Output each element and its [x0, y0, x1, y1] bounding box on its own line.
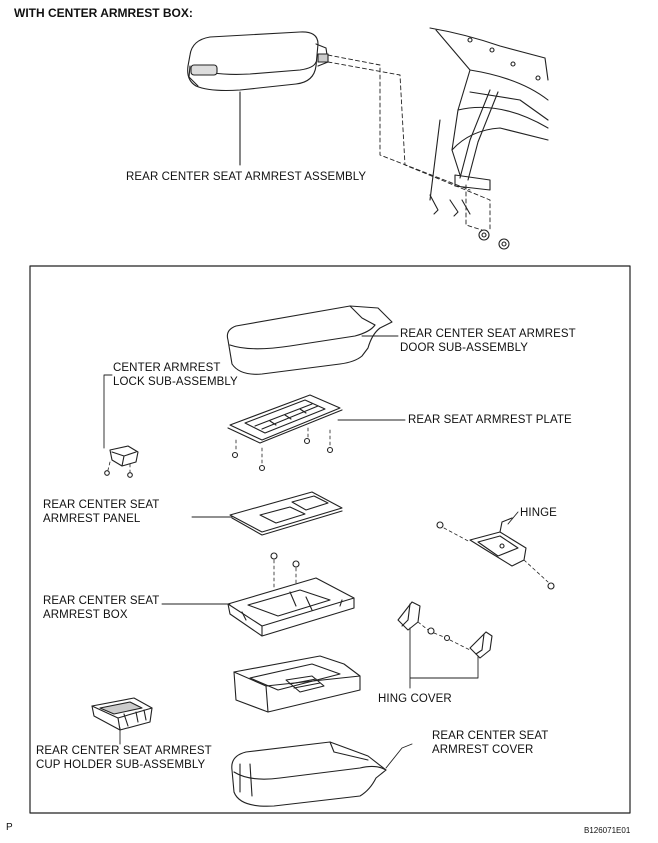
label-cup-holder: REAR CENTER SEAT ARMREST CUP HOLDER SUB-…	[36, 745, 212, 771]
leader-lines	[103, 335, 519, 769]
lock-sub-assembly-drawing	[104, 445, 139, 478]
label-door-sub-assembly: REAR CENTER SEAT ARMREST DOOR SUB-ASSEMB…	[400, 328, 576, 354]
armrest-panel-drawing	[229, 491, 343, 536]
page-header: WITH CENTER ARMREST BOX:	[14, 6, 193, 20]
lower-tray-drawing	[233, 655, 361, 713]
label-armrest-box: REAR CENTER SEAT ARMREST BOX	[43, 595, 160, 621]
figure-id: B126071E01	[584, 826, 631, 835]
label-armrest-cover: REAR CENTER SEAT ARMREST COVER	[432, 730, 549, 756]
hinge-drawing	[436, 517, 555, 590]
seat-back-drawing	[429, 27, 549, 250]
label-armrest-assembly: REAR CENTER SEAT ARMREST ASSEMBLY	[126, 171, 367, 183]
label-armrest-panel: REAR CENTER SEAT ARMREST PANEL	[43, 499, 160, 525]
cup-holder-drawing	[91, 697, 153, 731]
label-armrest-plate: REAR SEAT ARMREST PLATE	[408, 414, 572, 426]
leader-hinge-cover	[409, 627, 479, 689]
door-sub-assembly-drawing	[226, 305, 393, 375]
label-lock-sub-assembly: CENTER ARMREST LOCK SUB-ASSEMBLY	[113, 362, 238, 388]
armrest-plate-drawing	[227, 394, 343, 472]
label-hinge: HINGE	[520, 507, 557, 519]
footer-left-code: P	[6, 822, 13, 833]
leader-hinge	[507, 511, 519, 525]
leader-cover	[385, 743, 413, 769]
armrest-cover-drawing	[231, 741, 387, 807]
hinge-cover-drawing	[397, 601, 493, 659]
label-hinge-cover: HING COVER	[378, 693, 452, 705]
armrest-assembly-drawing	[187, 31, 329, 92]
armrest-box-drawing	[227, 552, 355, 637]
top-alignment-lines	[327, 54, 491, 231]
leader-lock	[103, 374, 113, 449]
detail-frame	[29, 265, 631, 814]
